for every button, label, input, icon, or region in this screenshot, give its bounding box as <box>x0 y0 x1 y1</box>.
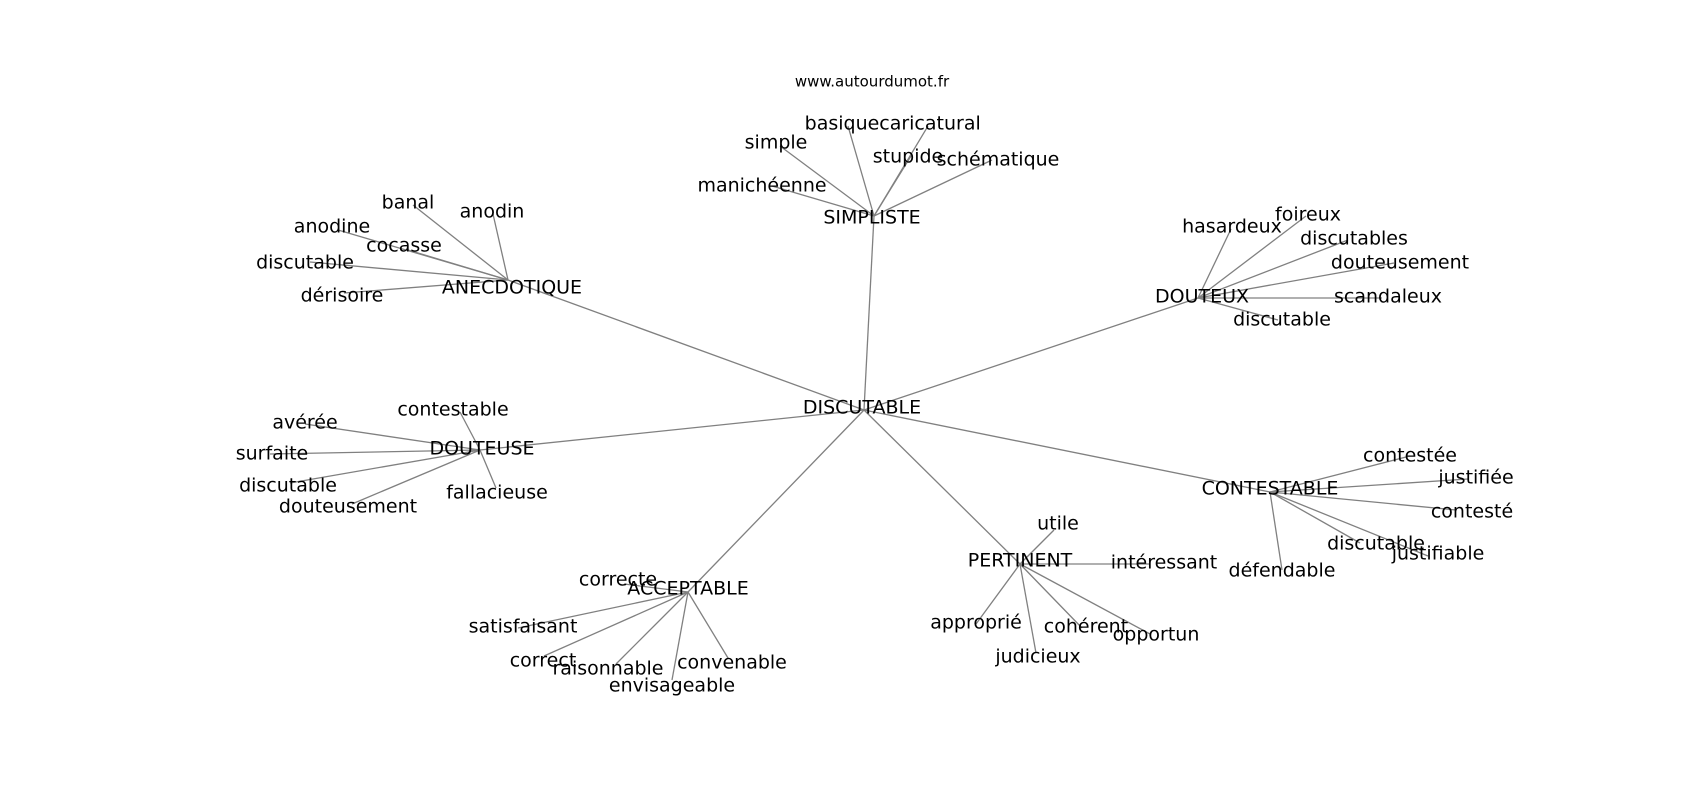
word-node: foireux <box>1275 204 1341 226</box>
edge-cluster-to-word <box>1197 297 1279 321</box>
word-node: basique <box>805 113 880 135</box>
edge-cluster-to-word <box>309 261 509 281</box>
word-node: simple <box>745 132 808 154</box>
edge-center-to-cluster <box>863 409 1271 493</box>
word-node: hasardeux <box>1182 216 1282 238</box>
cluster-node: DOUTEUSE <box>429 438 534 460</box>
center-word-node: DISCUTABLE <box>803 397 921 419</box>
word-node: discutables <box>1300 228 1408 250</box>
word-node: contestée <box>1363 445 1457 467</box>
word-node: scandaleux <box>1334 286 1442 308</box>
word-node: fallacieuse <box>446 482 548 504</box>
word-node: contestable <box>397 399 508 421</box>
edge-cluster-to-word <box>543 591 689 657</box>
word-node: anodine <box>294 216 370 238</box>
word-node: discutable <box>1233 309 1331 331</box>
word-node: discutable <box>239 475 337 497</box>
word-node: justifiable <box>1391 543 1485 565</box>
word-node: cocasse <box>366 235 442 257</box>
source-url: www.autourdumot.fr <box>795 73 950 91</box>
word-node: stupide <box>873 146 943 168</box>
cluster-node: DOUTEUX <box>1155 286 1249 308</box>
edge-cluster-to-word <box>975 563 1021 625</box>
edge-cluster-to-word <box>269 449 481 455</box>
cluster-node: ACCEPTABLE <box>627 578 748 600</box>
edge-cluster-to-word <box>1269 491 1283 571</box>
cluster-node: CONTESTABLE <box>1202 478 1339 500</box>
word-node: banal <box>382 192 435 214</box>
edge-center-to-cluster <box>687 409 865 593</box>
edge-cluster-to-word <box>671 591 689 681</box>
edge-cluster-to-word <box>847 125 875 217</box>
edge-cluster-to-word <box>615 591 689 665</box>
word-node: judicieux <box>994 646 1080 668</box>
edge-cluster-to-word <box>1269 456 1407 493</box>
word-node: douteusement <box>279 496 417 518</box>
edge-cluster-to-word <box>343 279 509 294</box>
edge-cluster-to-word <box>623 583 689 593</box>
edge-cluster-to-word <box>1019 563 1083 629</box>
edge-cluster-to-word <box>412 204 509 281</box>
word-node: justifiée <box>1437 467 1513 489</box>
edge-cluster-to-word <box>459 411 481 451</box>
word-node: contesté <box>1431 501 1513 523</box>
word-node: discutable <box>256 252 354 274</box>
edge-cluster-to-word <box>687 591 729 659</box>
edge-cluster-to-word <box>1197 228 1232 299</box>
word-node: dérisoire <box>301 285 384 307</box>
edge-cluster-to-word <box>1269 491 1457 511</box>
edge-cluster-to-word <box>1197 239 1349 299</box>
edge-cluster-to-word <box>1197 262 1395 299</box>
word-node: caricatural <box>879 113 981 135</box>
edge-center-to-cluster <box>479 409 865 451</box>
graph-edges <box>269 125 1469 681</box>
word-node: schématique <box>937 149 1060 171</box>
word-node: envisageable <box>609 675 735 697</box>
edge-cluster-to-word <box>1197 215 1307 299</box>
edge-cluster-to-word <box>1019 563 1151 635</box>
word-node: défendable <box>1229 560 1336 582</box>
word-node: cohérent <box>1044 616 1128 638</box>
cluster-node: ANECDOTIQUE <box>442 277 582 299</box>
edge-cluster-to-word <box>873 155 912 217</box>
word-node: avérée <box>272 412 337 434</box>
edge-cluster-to-word <box>1019 563 1037 654</box>
word-node: approprié <box>930 612 1022 634</box>
word-node: discutable <box>1327 533 1425 555</box>
edge-cluster-to-word <box>517 591 689 629</box>
word-node: correcte <box>579 569 657 591</box>
word-node: correct <box>510 650 577 672</box>
edge-cluster-to-word <box>771 185 875 217</box>
edge-cluster-to-word <box>407 249 509 281</box>
word-node: opportun <box>1113 624 1200 646</box>
word-node: satisfaisant <box>469 616 578 638</box>
edge-center-to-cluster <box>863 297 1199 411</box>
edge-cluster-to-word <box>304 423 481 451</box>
edge-cluster-to-word <box>779 145 875 217</box>
word-node: manichéenne <box>697 175 826 197</box>
edge-center-to-cluster <box>507 279 865 411</box>
edge-cluster-to-word <box>1269 491 1361 544</box>
word-node: surfaite <box>236 443 309 465</box>
word-node: douteusement <box>1331 252 1469 274</box>
edge-cluster-to-word <box>492 213 509 281</box>
edge-cluster-to-word <box>1019 529 1055 565</box>
edge-cluster-to-word <box>479 449 497 489</box>
edge-cluster-to-word <box>1269 491 1429 557</box>
word-node: utile <box>1037 513 1079 535</box>
edge-center-to-cluster <box>863 409 1021 565</box>
word-node: raisonnable <box>552 658 663 680</box>
cluster-node: PERTINENT <box>968 550 1073 572</box>
edge-cluster-to-word <box>873 159 993 217</box>
edge-center-to-cluster <box>863 215 875 411</box>
cluster-node: SIMPLISTE <box>823 207 920 229</box>
word-node: convenable <box>677 652 787 674</box>
edge-cluster-to-word <box>1269 478 1469 493</box>
word-node: intéressant <box>1111 552 1217 574</box>
edge-cluster-to-word <box>351 449 481 505</box>
word-node: anodin <box>460 201 525 223</box>
edge-cluster-to-word <box>289 449 481 484</box>
